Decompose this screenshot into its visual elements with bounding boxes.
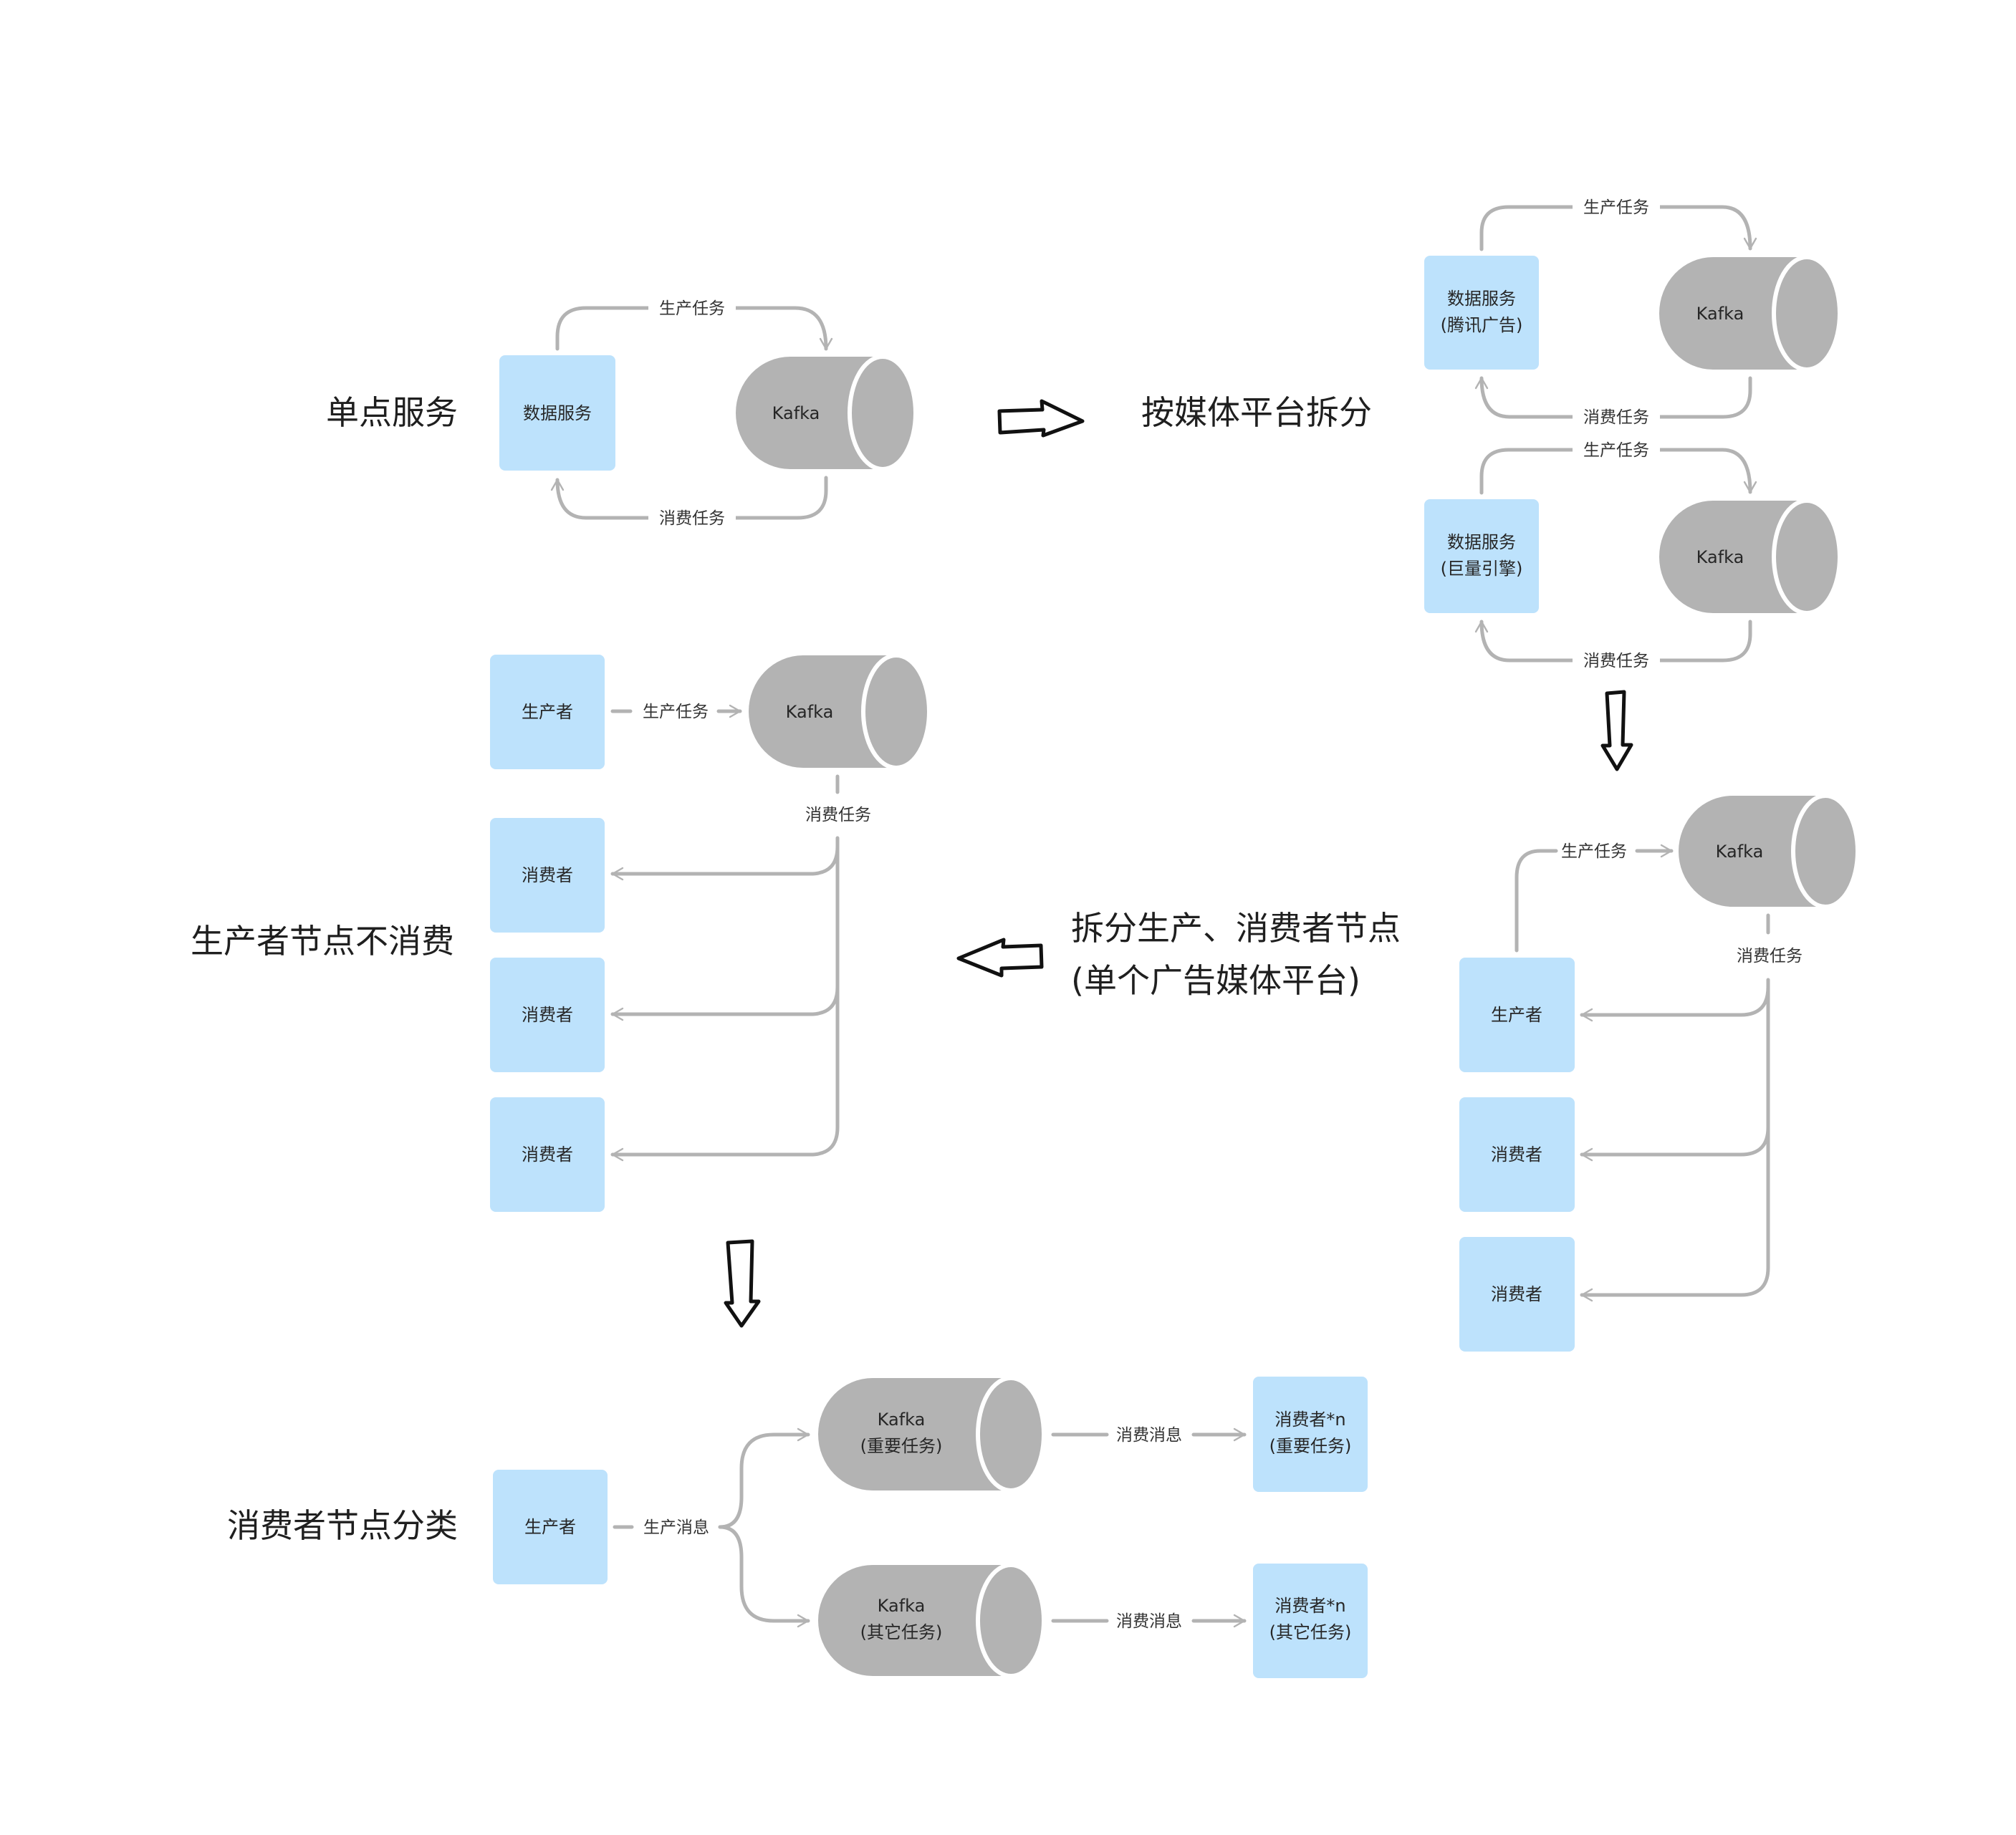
consumer-group-other[interactable]: 消费者*n (其它任务)	[1253, 1564, 1368, 1678]
node-label-line1: 消费者*n	[1275, 1410, 1345, 1430]
node-label: 消费者	[1491, 1145, 1542, 1165]
node-label: 数据服务	[523, 403, 592, 423]
edge-label: 生产任务	[659, 299, 725, 318]
consume-branch	[1580, 1125, 1770, 1162]
section-single-service: 单点服务 数据服务 Kafka 生产任务 消费任务	[326, 295, 918, 531]
platform-pair: 数据服务 (腾讯广告) Kafka 生产任务 消费任务	[1424, 194, 1842, 430]
kafka-label-line2: (重要任务)	[860, 1436, 943, 1456]
consumer-node[interactable]: 消费者	[490, 818, 605, 933]
right-arrow-icon	[997, 399, 1085, 438]
label-bg	[1573, 437, 1660, 463]
kafka-cylinder[interactable]: Kafka	[749, 653, 931, 770]
section-producer-no-consume: 生产者节点不消费 生产者 Kafka 生产任务 消费者 消费者 消费者 消费任务	[191, 653, 931, 1212]
section-title: 生产者节点不消费	[191, 922, 454, 960]
left-arrow-icon	[956, 938, 1044, 978]
consume-branch	[610, 844, 840, 881]
label-bg	[648, 295, 736, 321]
consumer-node[interactable]: 消费者	[490, 958, 605, 1072]
node-label: 生产者	[522, 702, 573, 722]
kafka-label: Kafka	[1696, 547, 1744, 567]
consume-branch	[610, 985, 840, 1021]
kafka-cylinder[interactable]: Kafka	[1679, 794, 1860, 909]
label-bg	[1573, 404, 1660, 430]
section-title-line1: 拆分生产、消费者节点	[1071, 909, 1401, 948]
down-arrow-icon	[724, 1239, 761, 1328]
label-bg	[1573, 647, 1660, 673]
section-consumer-classification: 消费者节点分类 生产者 生产消息 Kafka (重要任务) 消费消息 消费者*n…	[227, 1376, 1368, 1678]
node-label: 消费者	[522, 1145, 573, 1165]
kafka-label: Kafka	[786, 702, 834, 722]
produce-edge	[1515, 849, 1558, 953]
kafka-cylinder[interactable]: Kafka	[736, 355, 918, 471]
consumer-node[interactable]: 消费者	[490, 1097, 605, 1212]
edge-label: 消费任务	[805, 806, 871, 824]
node-label: 消费者	[522, 865, 573, 885]
edge-label: 生产消息	[643, 1518, 709, 1537]
node-label: 生产者	[524, 1517, 576, 1537]
consume-trunk	[1580, 978, 1770, 1302]
edge-label: 生产任务	[1583, 441, 1649, 460]
section-title: 消费者节点分类	[227, 1506, 458, 1545]
node-label: 生产者	[1491, 1005, 1542, 1025]
node-label-line2: (其它任务)	[1269, 1622, 1352, 1642]
edge-label: 消费消息	[1116, 1612, 1182, 1631]
edge-label: 消费消息	[1116, 1426, 1182, 1445]
kafka-label: Kafka	[1696, 304, 1744, 324]
data-service-node[interactable]: 数据服务	[499, 355, 615, 471]
label-bg	[648, 505, 736, 531]
edge-label: 消费任务	[1583, 408, 1649, 427]
node-label-line2: (重要任务)	[1269, 1436, 1352, 1456]
node-label-line1: 数据服务	[1447, 532, 1516, 552]
edge-label: 生产任务	[1583, 198, 1649, 217]
section-title-line2: (单个广告媒体平台)	[1071, 961, 1360, 1000]
edge-label: 消费任务	[1583, 652, 1649, 670]
kafka-label-line2: (其它任务)	[860, 1622, 943, 1642]
section-split-by-platform: 按媒体平台拆分 数据服务 (腾讯广告) Kafka 生产任务 消费任务	[1141, 194, 1842, 673]
edge-label: 消费任务	[659, 509, 725, 528]
down-arrow-icon	[1600, 690, 1633, 771]
node-label: 消费者	[522, 1005, 573, 1025]
node-label-line2: (腾讯广告)	[1441, 315, 1523, 335]
producer-node[interactable]: 生产者	[490, 655, 605, 769]
section-title: 单点服务	[326, 393, 458, 432]
consumer-group-important[interactable]: 消费者*n (重要任务)	[1253, 1377, 1368, 1492]
kafka-label-line1: Kafka	[878, 1596, 926, 1616]
consume-branch	[1580, 985, 1770, 1022]
edge-label: 生产任务	[643, 703, 709, 721]
section-title: 按媒体平台拆分	[1141, 393, 1372, 432]
edge-label: 消费任务	[1737, 947, 1803, 965]
consumer-node[interactable]: 消费者	[1459, 1097, 1575, 1212]
edge-label: 生产任务	[1561, 842, 1627, 861]
produce-branch-top	[718, 1427, 810, 1529]
consume-trunk	[610, 836, 840, 1162]
section-split-producer-consumer: 拆分生产、消费者节点 (单个广告媒体平台) Kafka 生产者 消费者 消费者 …	[1071, 794, 1860, 1352]
label-bg	[1573, 194, 1660, 220]
data-service-node[interactable]: 数据服务 (腾讯广告)	[1424, 256, 1539, 370]
kafka-label: Kafka	[1716, 842, 1764, 862]
producer-node[interactable]: 生产者	[493, 1470, 608, 1584]
node-label: 消费者	[1491, 1284, 1542, 1304]
kafka-cylinder[interactable]: Kafka	[1659, 499, 1842, 615]
platform-pair: 数据服务 (巨量引擎) Kafka 生产任务 消费任务	[1424, 437, 1842, 673]
kafka-label-line1: Kafka	[878, 1410, 926, 1430]
kafka-cylinder-important[interactable]: Kafka (重要任务)	[818, 1376, 1046, 1493]
kafka-cylinder[interactable]: Kafka	[1659, 255, 1842, 372]
producer-node[interactable]: 生产者	[1459, 958, 1575, 1072]
produce-branch-bottom	[718, 1525, 810, 1628]
consumer-node[interactable]: 消费者	[1459, 1237, 1575, 1352]
data-service-node[interactable]: 数据服务 (巨量引擎)	[1424, 499, 1539, 613]
node-label-line1: 数据服务	[1447, 289, 1516, 309]
node-label-line2: (巨量引擎)	[1441, 559, 1523, 579]
kafka-label: Kafka	[772, 403, 820, 423]
kafka-cylinder-other[interactable]: Kafka (其它任务)	[818, 1563, 1046, 1678]
node-label-line1: 消费者*n	[1275, 1596, 1345, 1616]
